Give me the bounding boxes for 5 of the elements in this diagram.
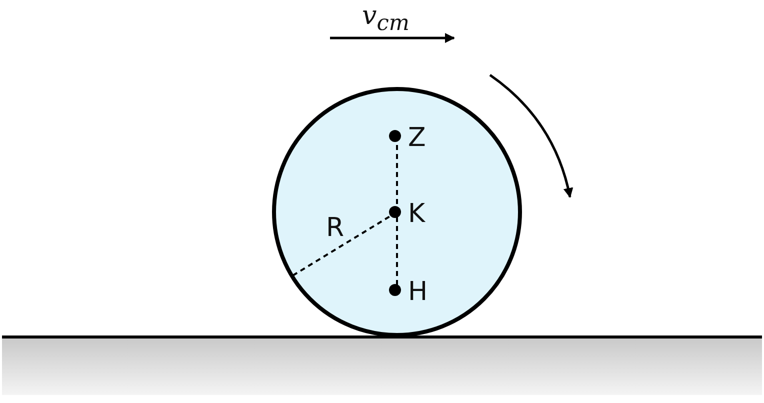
- point-label: Z: [408, 124, 426, 152]
- velocity-label: v$_{cm}$: [362, 2, 410, 38]
- point-label: K: [408, 200, 426, 228]
- point-label: H: [408, 278, 428, 306]
- radius-label: R: [326, 214, 344, 242]
